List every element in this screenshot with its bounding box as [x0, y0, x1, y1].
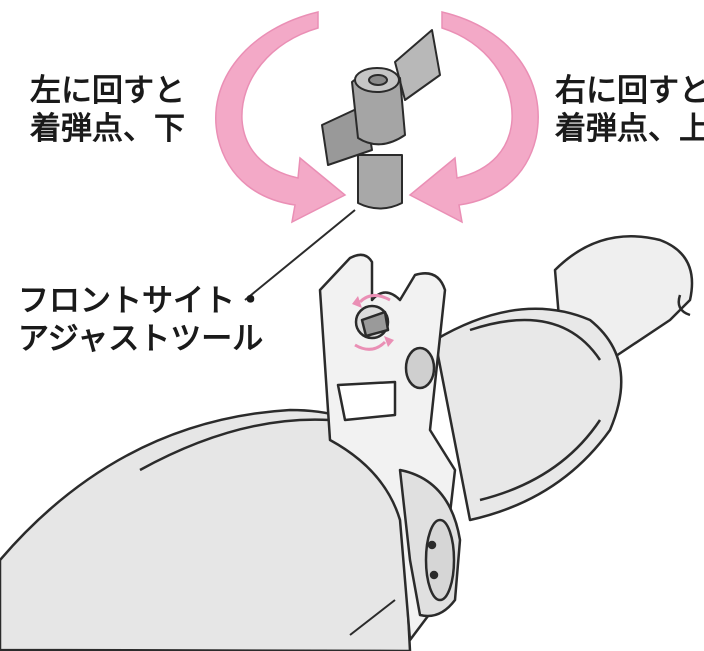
adjust-tool	[321, 29, 441, 210]
right-rotation-label: 右に回すと 着弾点、上	[555, 72, 704, 148]
post-arrow-head-bottom	[384, 336, 394, 347]
left-rotation-arrow	[215, 11, 347, 224]
left-rotation-label-line2: 着弾点、下	[30, 111, 185, 147]
right-rotation-arrow	[408, 11, 539, 224]
post-rotation-arrows	[354, 294, 391, 351]
left-rotation-label-line1: 左に回すと	[30, 73, 185, 109]
right-rotation-label-line2: 着弾点、上	[555, 111, 704, 147]
tool-label-line2: アジャストツール	[18, 321, 264, 357]
rotation-arrows	[215, 11, 539, 224]
tool-leader-line	[244, 209, 356, 301]
rifle-barrel	[0, 235, 694, 651]
tool-label-line1: フロントサイト・	[18, 283, 266, 319]
post-arrow-head-top	[352, 296, 362, 308]
tool-label: フロントサイト・ アジャストツール	[18, 282, 266, 358]
left-rotation-label: 左に回すと 着弾点、下	[30, 72, 185, 148]
front-sight	[318, 253, 462, 642]
right-rotation-label-line1: 右に回すと	[555, 73, 704, 109]
lower-leader-line	[349, 599, 396, 636]
